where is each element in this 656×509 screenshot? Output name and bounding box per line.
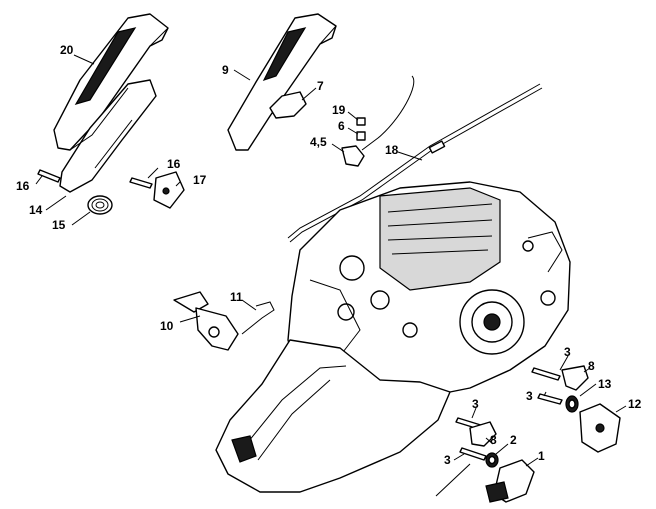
label-4-5: 4,5 (310, 135, 327, 149)
bottom-rod (435, 463, 471, 497)
part-10-trigger (173, 291, 239, 351)
label-3-a: 3 (564, 345, 571, 359)
part-14-handle-lower (59, 79, 157, 193)
label-7: 7 (317, 79, 324, 93)
part-9-lockout (227, 13, 337, 151)
label-14: 14 (29, 203, 43, 217)
part-11-lever (241, 301, 275, 335)
part-1-mount (485, 459, 535, 503)
label-15: 15 (52, 218, 66, 232)
throttle-rod (361, 75, 415, 151)
label-2: 2 (510, 433, 517, 447)
label-10: 10 (160, 319, 174, 333)
label-3-b: 3 (526, 389, 533, 403)
part-16-pin-right (129, 177, 153, 189)
part-16-pin-left (37, 169, 61, 183)
part-45-switch (341, 145, 365, 167)
leader-lines (35, 54, 627, 467)
part-2-bushing (485, 452, 499, 468)
label-6: 6 (338, 119, 345, 133)
label-16-right: 16 (167, 157, 181, 171)
label-12: 12 (628, 397, 642, 411)
part-18-cable (287, 83, 543, 243)
part-12-mount (579, 403, 621, 453)
label-11: 11 (230, 290, 243, 304)
part-13-bushing (565, 395, 579, 413)
part-3a-pin (531, 367, 561, 381)
part-15-spring (87, 195, 113, 215)
label-3-c: 3 (472, 397, 479, 411)
part-8b-bracket (469, 421, 497, 447)
part-3b-pin (537, 393, 563, 405)
label-17: 17 (193, 173, 207, 187)
part-20-handle-shell (53, 13, 169, 151)
part-labels: 20 9 7 19 6 4,5 18 16 17 16 14 15 11 10 … (16, 43, 642, 467)
label-19: 19 (332, 103, 346, 117)
label-8-a: 8 (588, 359, 595, 373)
label-3-d: 3 (444, 453, 451, 467)
part-7-bracket (269, 91, 307, 119)
label-16-left: 16 (16, 179, 30, 193)
label-9: 9 (222, 63, 229, 77)
label-1: 1 (538, 449, 545, 463)
label-8-b: 8 (490, 433, 497, 447)
tank-body (215, 339, 451, 493)
part-17-bearing (153, 171, 185, 209)
part-3d-pin (459, 447, 487, 461)
label-13: 13 (598, 377, 612, 391)
part-6-screw (356, 131, 366, 141)
part-8a-bracket (561, 365, 589, 391)
label-20: 20 (60, 43, 74, 57)
part-19-screw (356, 117, 366, 126)
label-18: 18 (385, 143, 399, 157)
